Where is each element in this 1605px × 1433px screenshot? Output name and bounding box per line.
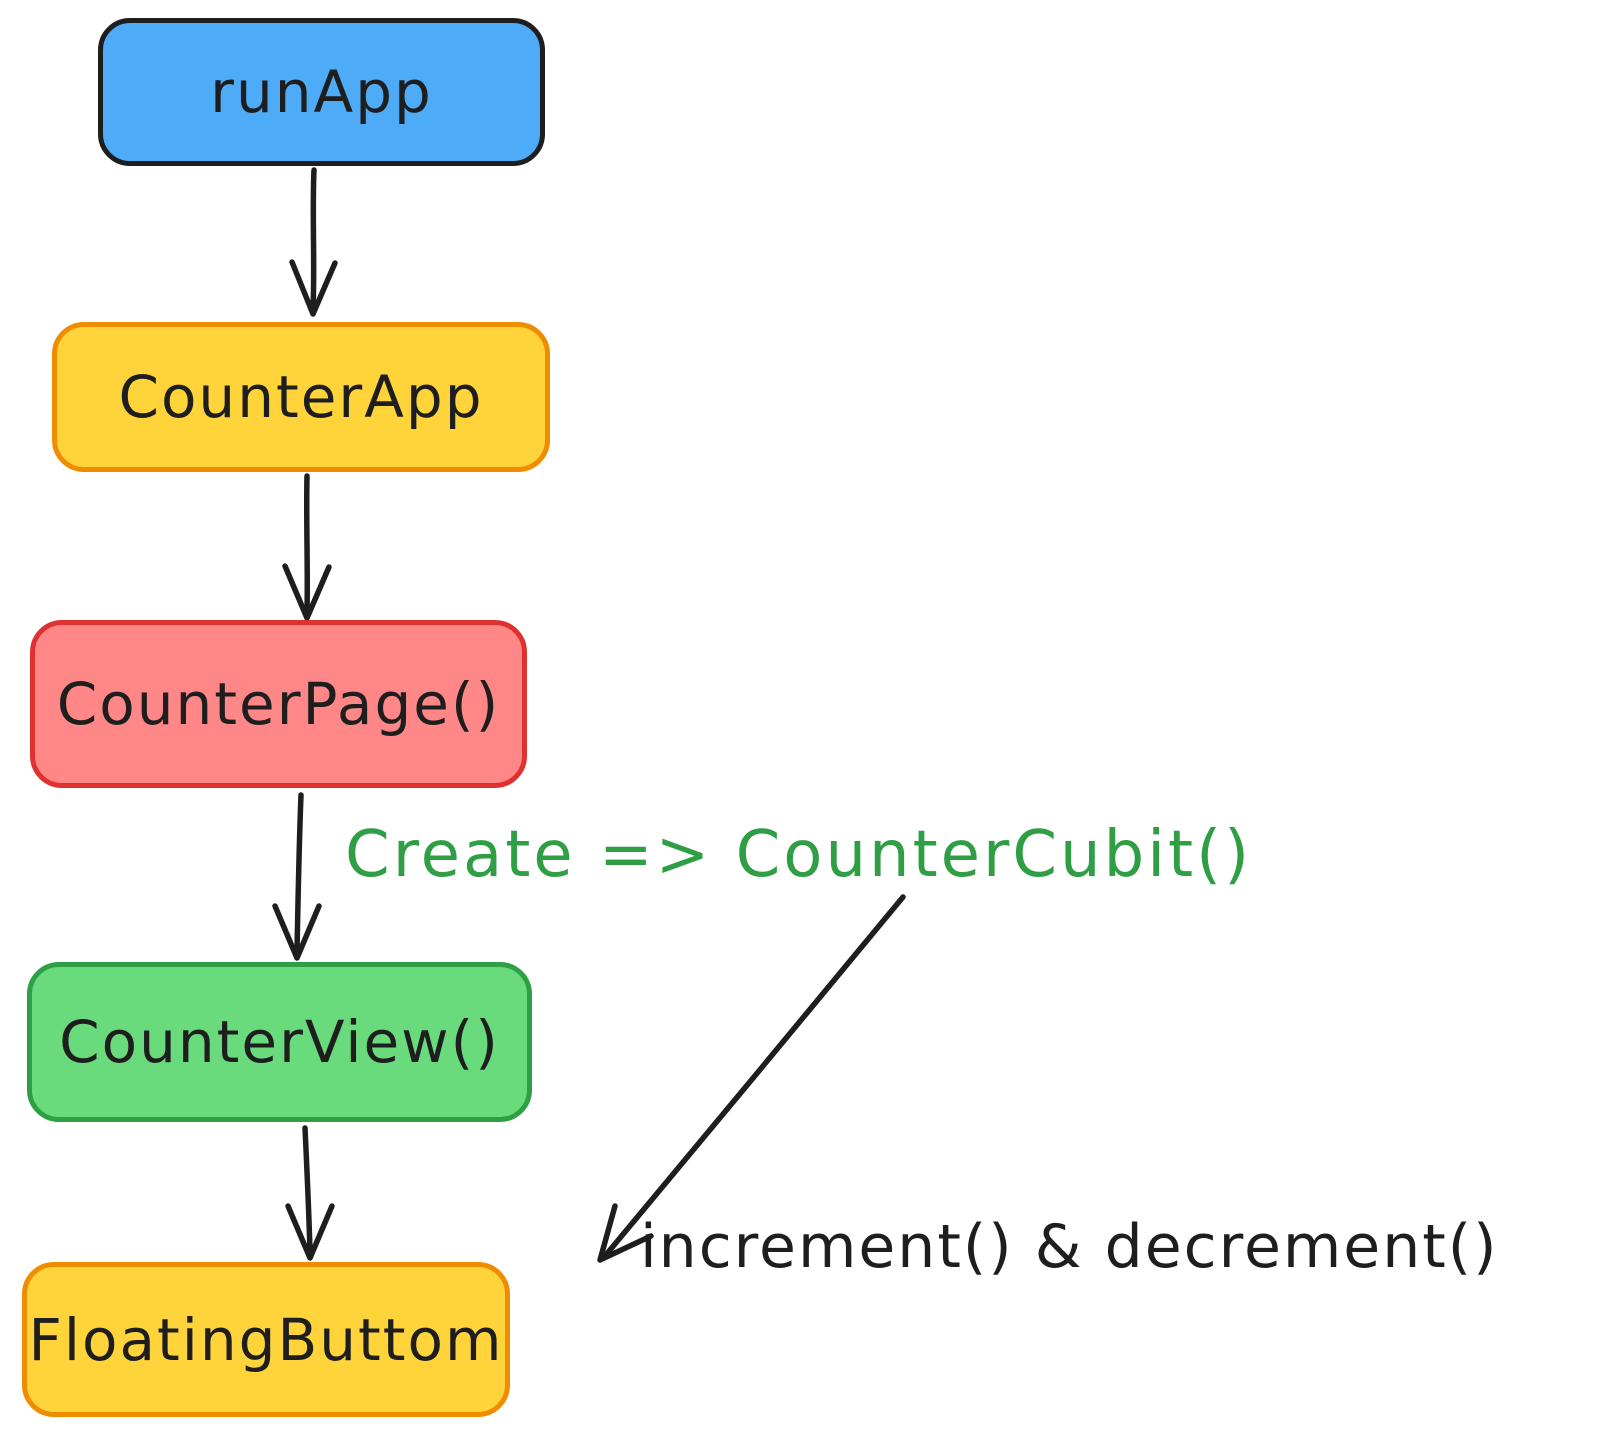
node-runapp-label: runApp: [210, 58, 433, 126]
arrow-counterpage-to-counterview: [272, 792, 322, 961]
arrow-counterview-to-floatingbuttom: [285, 1125, 335, 1261]
node-counterapp-label: CounterApp: [118, 363, 484, 431]
arrow-countercubit-to-floatingbuttom: [597, 894, 906, 1263]
arrow-counterapp-to-counterpage: [282, 473, 332, 621]
arrow-runapp-to-counterapp: [289, 167, 338, 317]
node-counterpage: CounterPage(): [30, 620, 527, 788]
node-counterpage-label: CounterPage(): [56, 670, 501, 738]
node-counterview-label: CounterView(): [59, 1008, 500, 1076]
annotation-create-countercubit: Create => CounterCubit(): [345, 818, 1253, 892]
annotation-increment-decrement: increment() & decrement(): [640, 1212, 1499, 1282]
node-counterview: CounterView(): [27, 962, 532, 1122]
node-floatingbuttom: FloatingButtom: [22, 1262, 510, 1417]
node-runapp: runApp: [98, 18, 545, 166]
node-counterapp: CounterApp: [52, 322, 550, 472]
node-floatingbuttom-label: FloatingButtom: [28, 1305, 504, 1374]
